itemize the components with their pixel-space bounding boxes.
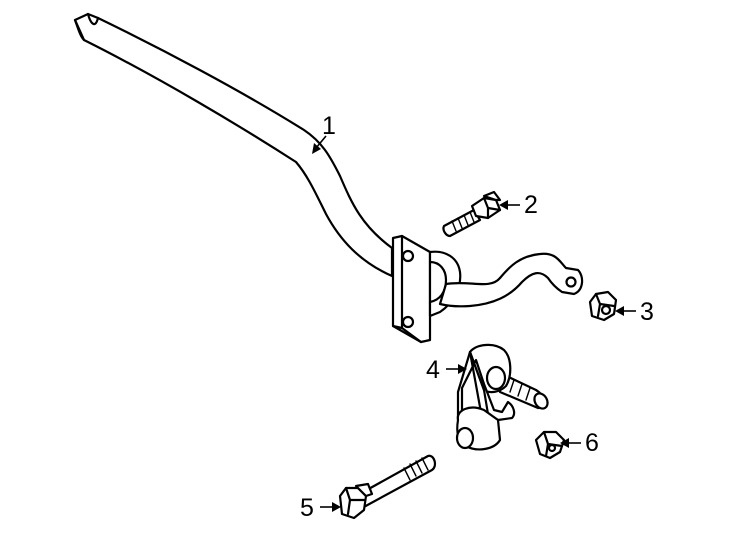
callout-1: 1 <box>312 112 336 154</box>
callout-number-2: 2 <box>524 191 538 219</box>
bolt-part-5 <box>338 454 437 520</box>
nut-part-6 <box>534 430 566 460</box>
stabilizer-bar-right-end <box>438 252 584 308</box>
nut-part-3 <box>588 290 618 322</box>
callout-5: 5 <box>300 494 341 522</box>
callout-3: 3 <box>615 298 654 326</box>
callout-number-5: 5 <box>300 494 314 522</box>
callout-4: 4 <box>426 356 467 384</box>
end-link-part-4 <box>455 343 549 451</box>
callout-6: 6 <box>560 429 599 457</box>
callout-number-3: 3 <box>640 298 654 326</box>
callout-2: 2 <box>499 191 538 219</box>
callout-number-1: 1 <box>322 112 336 140</box>
callout-number-4: 4 <box>426 356 440 384</box>
bolt-part-2 <box>442 190 502 238</box>
callout-number-6: 6 <box>585 429 599 457</box>
stabilizer-bar <box>73 12 394 278</box>
bushing-bracket <box>391 234 432 344</box>
